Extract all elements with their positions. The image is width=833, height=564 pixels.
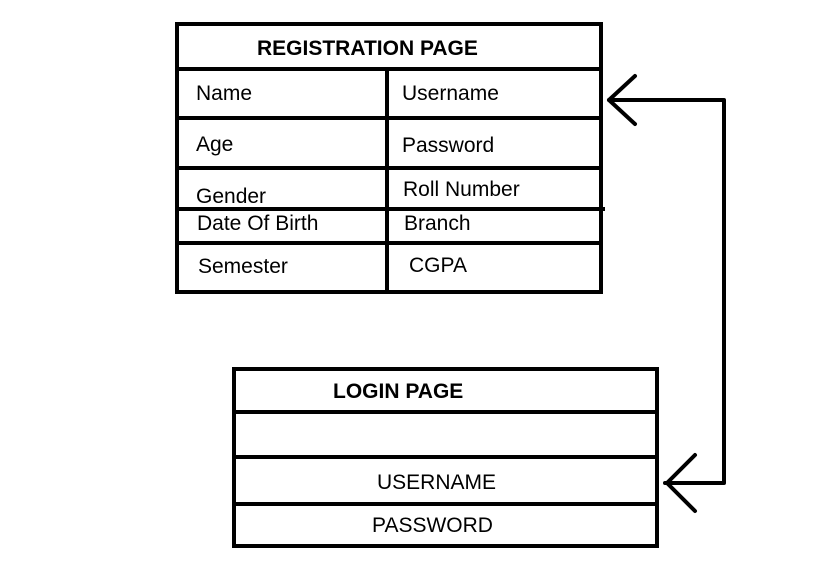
field-branch: Branch bbox=[404, 212, 471, 235]
arrowhead-bottom-icon bbox=[665, 453, 697, 513]
field-gender: Gender bbox=[196, 185, 267, 208]
login-password: PASSWORD bbox=[372, 514, 493, 537]
field-name: Name bbox=[196, 82, 253, 105]
registration-title: REGISTRATION PAGE bbox=[257, 37, 478, 60]
login-title: LOGIN PAGE bbox=[333, 380, 464, 403]
field-age: Age bbox=[196, 133, 234, 156]
field-roll-number: Roll Number bbox=[403, 178, 520, 201]
field-username: Username bbox=[402, 82, 499, 105]
field-cgpa: CGPA bbox=[409, 254, 467, 277]
registration-table-border bbox=[175, 22, 605, 294]
field-semester: Semester bbox=[198, 255, 288, 278]
connector-arrow bbox=[607, 74, 726, 513]
field-password: Password bbox=[402, 134, 495, 157]
login-username: USERNAME bbox=[377, 471, 497, 494]
field-date-of-birth: Date Of Birth bbox=[197, 212, 319, 235]
arrowhead-top-icon bbox=[607, 74, 637, 126]
login-table-border bbox=[232, 367, 659, 548]
